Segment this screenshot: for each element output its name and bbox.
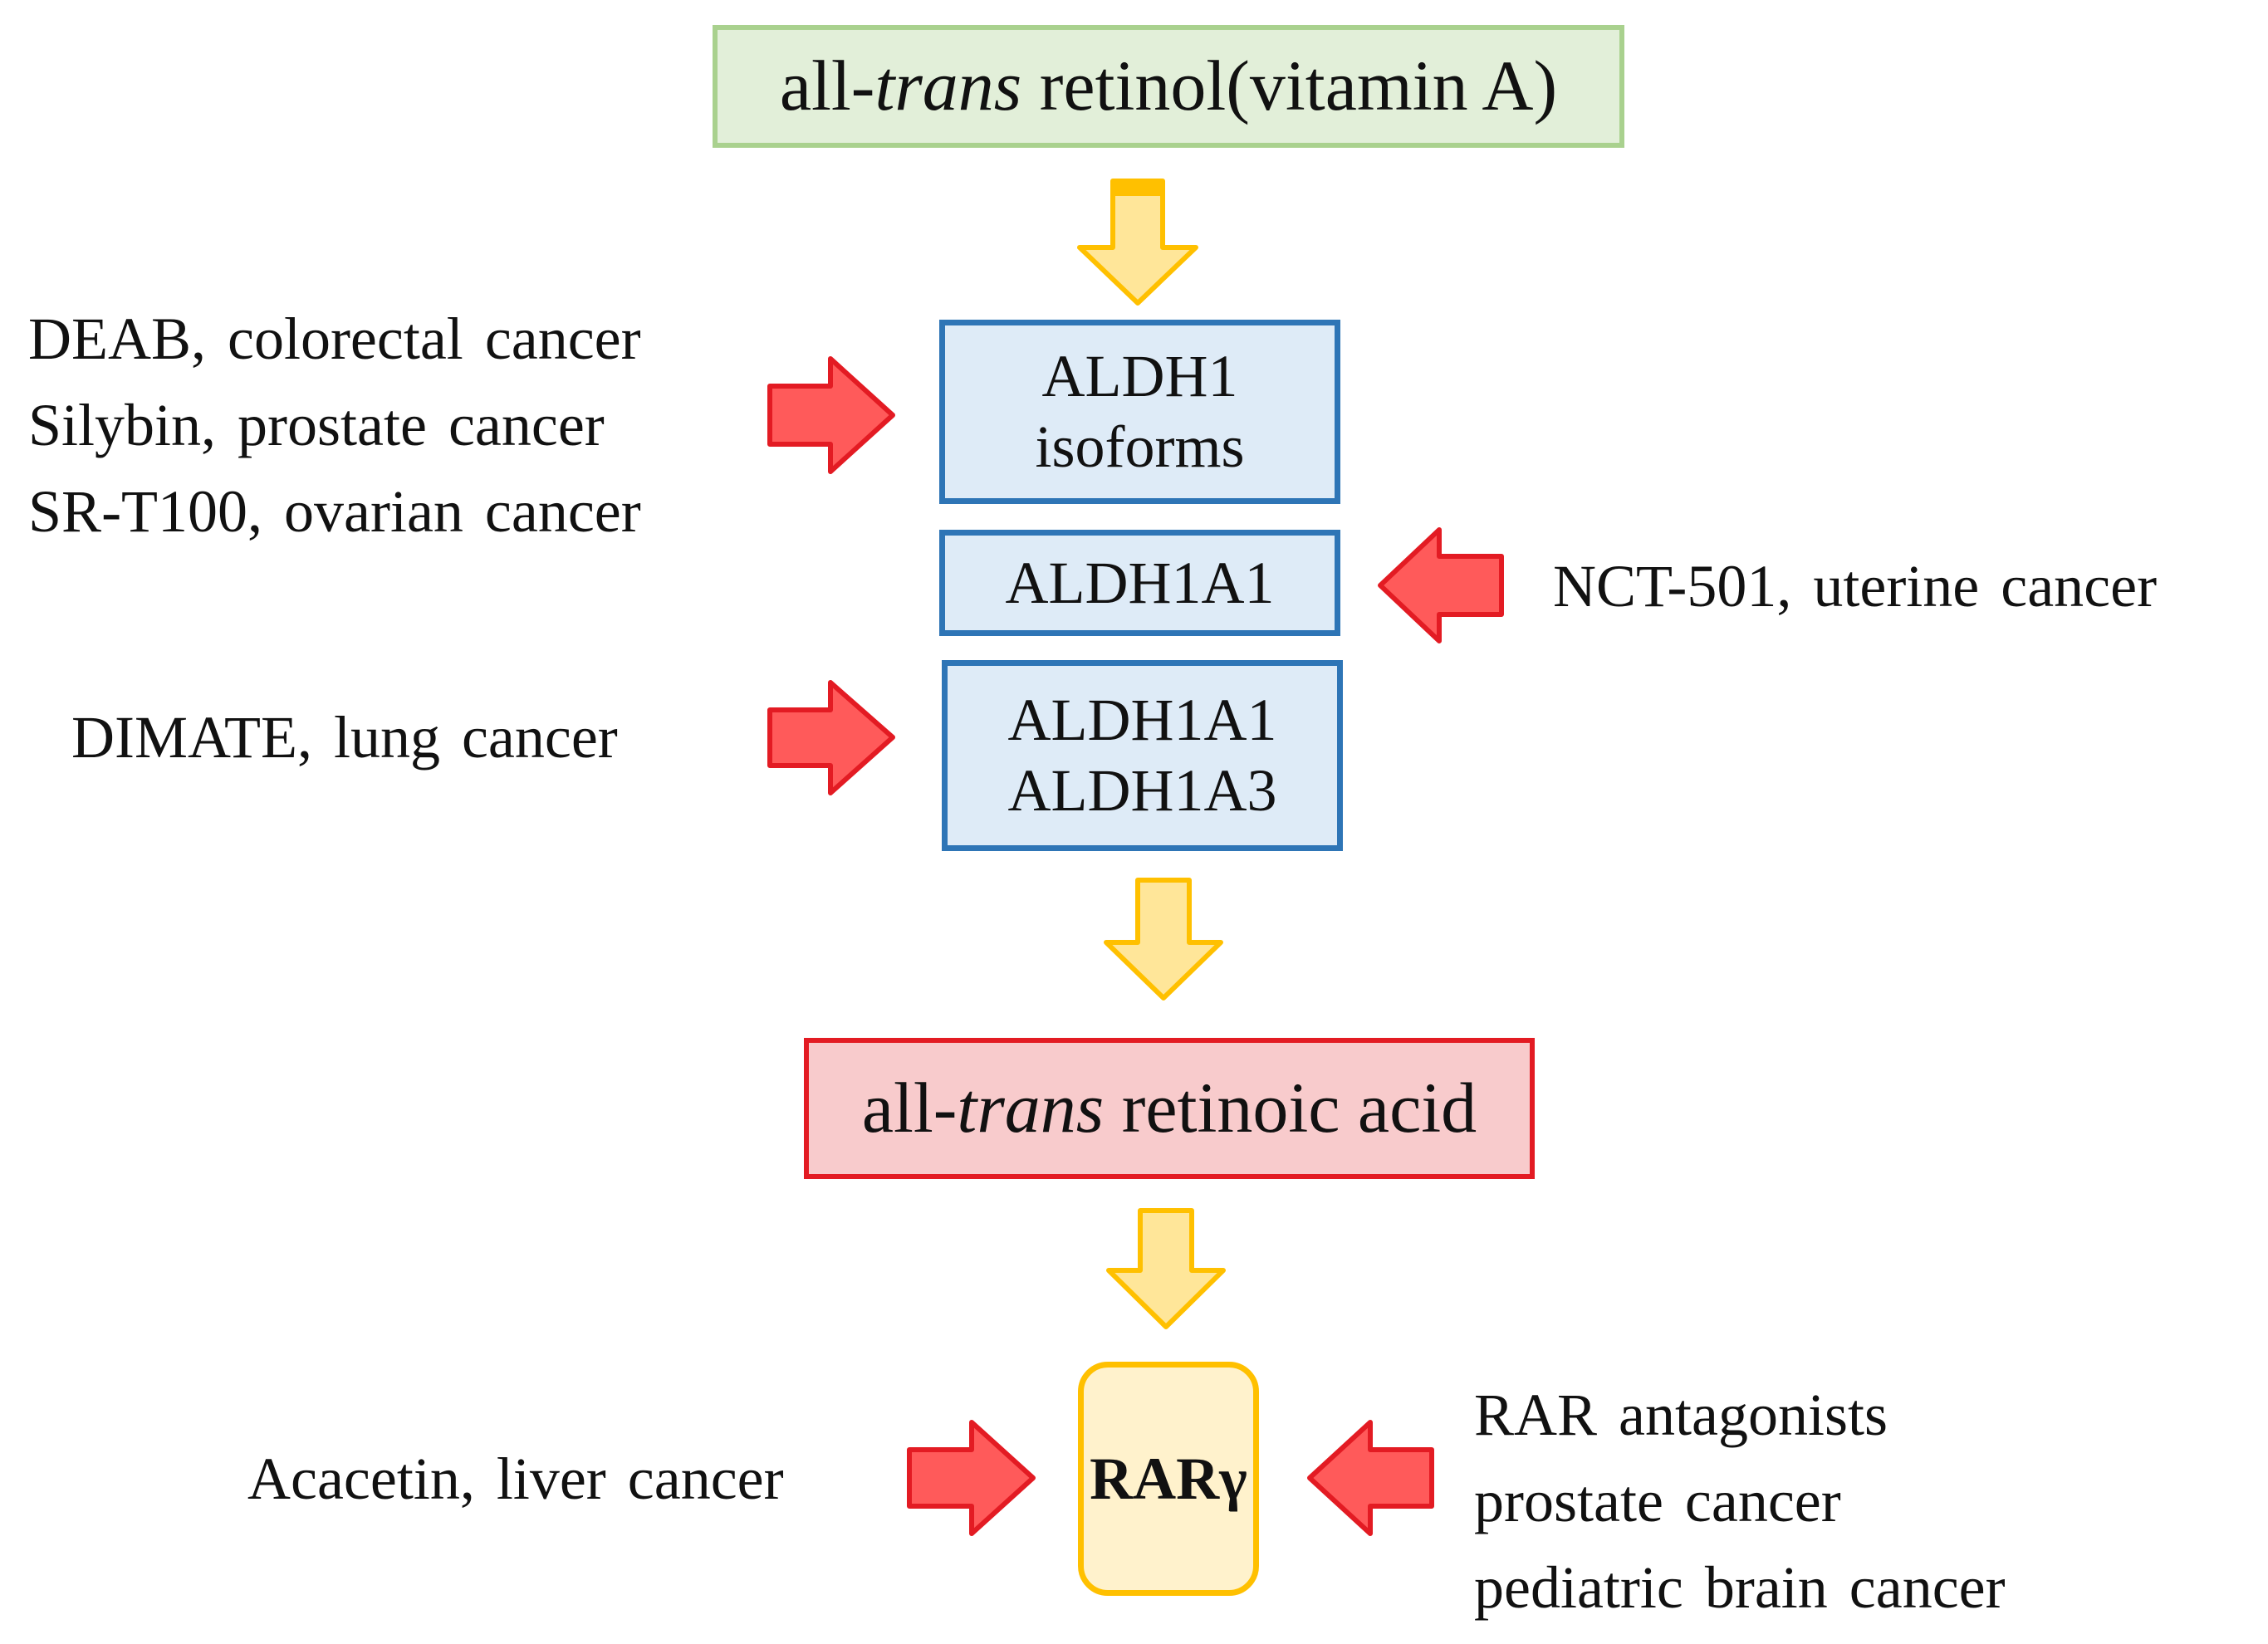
inhibit-arrow-aldh1a1 xyxy=(1378,527,1504,643)
inhibit-arrow-rar-left xyxy=(907,1420,1036,1536)
aldh1-isoforms-box: ALDH1 isoforms xyxy=(939,320,1340,504)
inhibitor-deab: DEAB, colorectal cancer xyxy=(28,306,641,372)
retinol-label: all-trans retinol(vitamin A) xyxy=(779,46,1558,126)
retinoic-acid-label: all-trans retinoic acid xyxy=(861,1068,1477,1148)
inhibit-arrow-isoforms xyxy=(767,356,895,474)
rar-antagonists-line-1: RAR antagonists xyxy=(1474,1382,1888,1448)
isoform-inhibitors-label: DEAB, colorectal cancer Silybin, prostat… xyxy=(28,309,641,568)
rar-gamma-box: RARγ xyxy=(1078,1362,1259,1596)
aldh1a1-a3-box: ALDH1A1 ALDH1A3 xyxy=(942,660,1343,851)
inhibitor-dimate: DIMATE, lung cancer xyxy=(71,704,618,771)
inhibitor-silybin: Silybin, prostate cancer xyxy=(28,392,605,458)
rar-gamma-label: RARγ xyxy=(1090,1445,1247,1512)
rar-antagonists-label: RAR antagonists prostate cancer pediatri… xyxy=(1474,1385,2006,1644)
aldh1a1-box: ALDH1A1 xyxy=(939,530,1340,636)
aldh1a1-label: ALDH1A1 xyxy=(1005,549,1275,616)
flow-arrow-1-cap xyxy=(1113,181,1163,196)
inhibit-arrow-rar-right xyxy=(1307,1420,1434,1536)
rar-antagonists-line-3: pediatric brain cancer xyxy=(1474,1554,2006,1621)
inhibitor-nct-501: NCT-501, uterine cancer xyxy=(1553,553,2158,619)
flow-arrow-3 xyxy=(1106,1208,1226,1329)
inhibit-arrow-aldh1a1-a3 xyxy=(767,680,895,795)
retinol-box: all-trans retinol(vitamin A) xyxy=(713,25,1624,148)
aldh1-isoforms-line-2: isoforms xyxy=(1035,413,1245,480)
aldh1-isoforms-line-1: ALDH1 xyxy=(1041,343,1238,410)
aldh1a1-a3-line-2: ALDH1A3 xyxy=(1007,757,1277,824)
rar-antagonists-line-2: prostate cancer xyxy=(1474,1468,1841,1534)
inhibitor-acacetin: Acacetin, liver cancer xyxy=(247,1446,784,1512)
flow-arrow-1 xyxy=(1077,179,1198,306)
flow-arrow-2 xyxy=(1104,878,1223,1001)
retinoic-acid-box: all-trans retinoic acid xyxy=(804,1038,1535,1179)
inhibitor-sr-t100: SR-T100, ovarian cancer xyxy=(28,478,641,545)
aldh1a1-a3-line-1: ALDH1A1 xyxy=(1007,687,1277,754)
